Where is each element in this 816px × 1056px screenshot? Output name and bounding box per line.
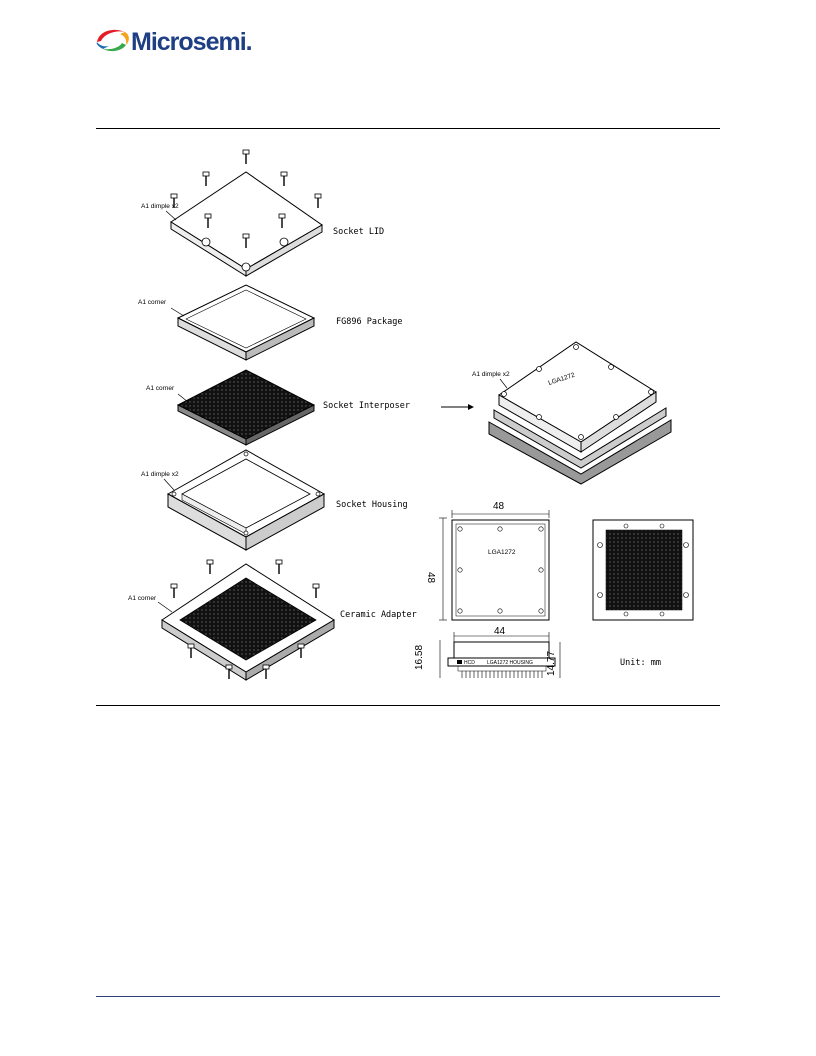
socket-drawing: Socket LID A1 dimple x2 FG896 Package A1…	[128, 149, 694, 681]
microsemi-logo-icon	[96, 29, 129, 52]
side-housing-text: LGA1272 HOUSING	[487, 660, 533, 666]
a1-dimple-housing-callout: A1 dimple x2	[141, 471, 179, 478]
a1-corner-adapter-callout: A1 corner	[128, 595, 157, 602]
package-label: FG896 Package	[336, 317, 403, 327]
a1-corner-package-callout: A1 corner	[138, 299, 167, 306]
side-view-drawing	[439, 632, 561, 678]
footer-divider	[96, 996, 720, 997]
header-divider	[96, 128, 720, 129]
socket-assembly-figure: Socket LID A1 dimple x2 FG896 Package A1…	[96, 132, 720, 702]
a1-corner-interposer-callout: A1 corner	[146, 385, 175, 392]
top-view-drawing	[439, 510, 550, 621]
socket-lid-label: Socket LID	[333, 227, 384, 237]
side-logo-text: HCD	[464, 660, 475, 666]
adapter-label: Ceramic Adapter	[340, 610, 417, 620]
dim-height-side-right: 14.77	[546, 651, 557, 676]
socket-interposer-drawing	[176, 369, 316, 446]
a1-dimple-assembly-callout: A1 dimple x2	[472, 371, 510, 378]
unit-label: Unit: mm	[620, 658, 661, 668]
dim-height-left: 48	[425, 572, 436, 584]
a1-dimple-lid-callout: A1 dimple x2	[141, 203, 179, 210]
housing-label: Socket Housing	[336, 500, 408, 510]
dim-width-top: 48	[493, 501, 505, 512]
ceramic-adapter-drawing	[157, 559, 335, 681]
top-view-part-label: LGA1272	[488, 549, 516, 556]
socket-lid-drawing	[165, 149, 323, 277]
fg896-package-drawing	[170, 284, 316, 361]
figure-divider	[96, 705, 720, 706]
dim-height-side-left: 16.58	[414, 645, 425, 670]
assembled-socket-drawing	[488, 341, 672, 485]
logo-text: Microsemi.	[131, 28, 253, 56]
socket-housing-drawing	[163, 449, 326, 551]
bottom-view-drawing	[592, 519, 694, 621]
microsemi-logo: Microsemi.	[95, 25, 265, 59]
dim-width-side: 44	[494, 626, 506, 637]
interposer-label: Socket Interposer	[323, 401, 410, 411]
